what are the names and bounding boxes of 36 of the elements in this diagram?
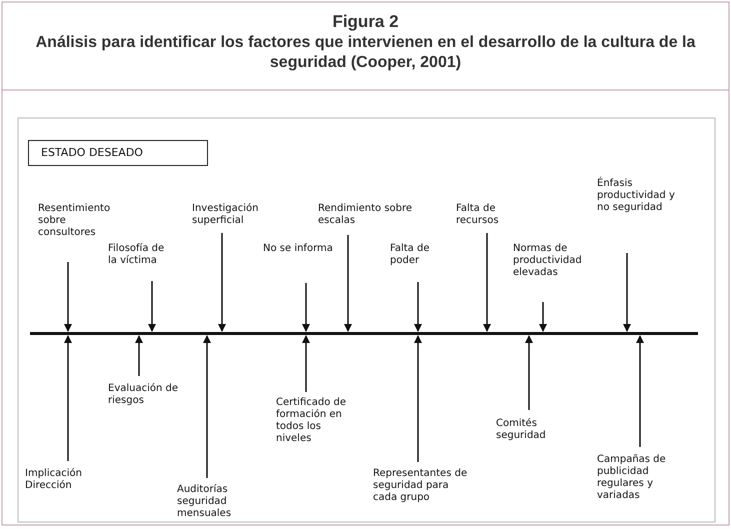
arrow <box>483 233 491 332</box>
baseline-bar <box>30 332 698 335</box>
arrow <box>203 335 211 478</box>
arrow <box>135 335 143 376</box>
factor-label: Resentimiento sobre consultores <box>38 203 123 239</box>
factor-label: Filosofía de la víctima <box>108 243 176 267</box>
factor-label: No se informa <box>263 243 338 255</box>
arrow <box>302 283 310 332</box>
arrow <box>636 335 644 447</box>
state-box: ESTADO DESEADO <box>28 140 208 166</box>
factor-label: Normas de productividad elevadas <box>513 243 598 279</box>
factor-label: Representantes de seguridad para cada grupo <box>373 468 473 504</box>
factor-label: Falta de poder <box>390 243 450 267</box>
factor-label: Énfasis productividad y no seguridad <box>597 178 677 214</box>
arrow <box>64 335 72 461</box>
factor-label: Comités seguridad <box>496 418 576 442</box>
arrow <box>218 233 226 332</box>
factor-label: Campañas de publicidad regulares y variadas <box>597 454 675 502</box>
arrow <box>539 302 547 332</box>
factor-label: Falta de recursos <box>456 203 516 227</box>
figure-title: Figura 2 <box>331 12 400 32</box>
arrow <box>525 335 533 410</box>
factor-label: Investigación superficial <box>192 203 287 227</box>
figure-subtitle: Análisis para identificar los factores que intervienen en el desarrollo de la cultura de la seguridad (Cooper, 2001) <box>34 33 696 73</box>
arrow <box>148 281 156 332</box>
arrow <box>414 282 422 332</box>
arrow <box>64 262 72 332</box>
factor-label: Certificado de formación en todos los niveles <box>276 397 358 445</box>
factor-label: Rendimiento sobre escalas <box>318 203 418 227</box>
factor-label: Auditorías seguridad mensuales <box>177 484 257 520</box>
arrow <box>344 235 352 332</box>
factor-label: Implicación Dirección <box>25 468 115 492</box>
arrow <box>414 335 422 462</box>
arrow <box>302 335 310 392</box>
arrow <box>623 253 631 332</box>
factor-label: Evaluación de riesgos <box>108 383 188 407</box>
